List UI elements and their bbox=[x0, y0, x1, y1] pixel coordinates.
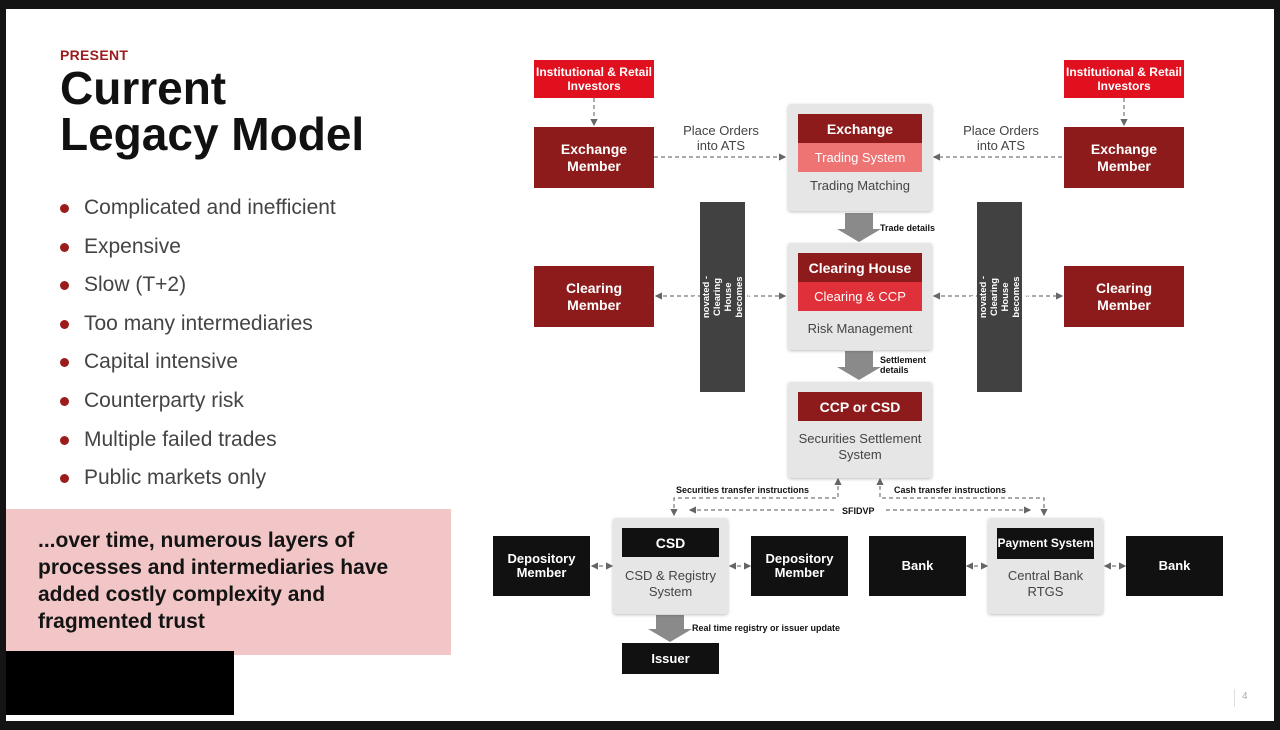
place-orders-label-left: Place Orders into ATS bbox=[683, 123, 759, 153]
novation-label-left: Trade novated - Clearing House becomes C… bbox=[689, 267, 756, 327]
flow-arrow-exchange-to-clearing bbox=[837, 213, 881, 242]
ccp-csd-panel: CCP or CSD Securities Settlement System bbox=[788, 382, 932, 478]
novation-bar-left: Trade novated - Clearing House becomes C… bbox=[690, 202, 756, 392]
settlement-details-label: Settlement details bbox=[880, 355, 927, 375]
bank-box-right: Bank bbox=[1126, 536, 1223, 596]
page-number-divider bbox=[1234, 689, 1235, 707]
connector-cash-transfer bbox=[876, 477, 1048, 517]
bank-box-left: Bank bbox=[869, 536, 966, 596]
investors-box-left: Institutional & Retail Investors bbox=[534, 60, 654, 98]
securities-settlement-caption: Securities Settlement System bbox=[798, 431, 922, 462]
clearing-house-panel: Clearing House Clearing & CCP Risk Manag… bbox=[788, 243, 932, 350]
flow-arrow-csd-to-issuer bbox=[648, 615, 692, 642]
central-bank-rtgs-caption: Central Bank RTGS bbox=[1007, 568, 1084, 599]
clearing-member-box-left: Clearing Member bbox=[534, 266, 654, 327]
callout-box: ...over time, numerous layers of process… bbox=[6, 509, 451, 655]
novation-bar-right: Trade novated - Clearing House becomes C… bbox=[967, 202, 1033, 392]
place-orders-label-right: Place Orders into ATS bbox=[963, 123, 1039, 153]
trade-details-label: Trade details bbox=[880, 223, 936, 233]
risk-management-caption: Risk Management bbox=[807, 321, 913, 336]
csd-panel: CSD CSD & Registry System bbox=[613, 518, 728, 614]
bullet-item: Public markets only bbox=[58, 465, 336, 504]
bullet-list: Complicated and inefficient Expensive Sl… bbox=[58, 195, 336, 504]
depository-member-box-left: Depository Member bbox=[493, 536, 590, 596]
bullet-item: Complicated and inefficient bbox=[58, 195, 336, 234]
bullet-item: Too many intermediaries bbox=[58, 311, 336, 350]
connector-securities-transfer bbox=[670, 477, 842, 517]
page-number: 4 bbox=[1242, 691, 1248, 702]
depository-member-box-right: Depository Member bbox=[751, 536, 848, 596]
clearing-ccp-label: Clearing & CCP bbox=[798, 282, 922, 311]
trading-matching-caption: Trading Matching bbox=[810, 178, 910, 193]
exchange-member-box-left: Exchange Member bbox=[534, 127, 654, 188]
securities-transfer-label: Securities transfer instructions bbox=[676, 485, 810, 495]
csd-header: CSD bbox=[622, 528, 719, 557]
redaction-block bbox=[6, 651, 234, 715]
slide-title: Current Legacy Model bbox=[60, 65, 364, 157]
trading-system-label: Trading System bbox=[798, 143, 922, 172]
clearing-house-header: Clearing House bbox=[798, 253, 922, 282]
investors-box-right: Institutional & Retail Investors bbox=[1064, 60, 1184, 98]
flow-arrow-clearing-to-settlement bbox=[837, 351, 881, 380]
title-line-2: Legacy Model bbox=[60, 108, 365, 160]
ccp-csd-header: CCP or CSD bbox=[798, 392, 922, 421]
exchange-header: Exchange bbox=[798, 114, 922, 143]
callout-text: ...over time, numerous layers of process… bbox=[38, 529, 389, 633]
clearing-member-box-right: Clearing Member bbox=[1064, 266, 1184, 327]
payment-system-panel: Payment System Central Bank RTGS bbox=[988, 518, 1103, 614]
exchange-panel: Exchange Trading System Trading Matching bbox=[788, 104, 932, 211]
slide: PRESENT Current Legacy Model Complicated… bbox=[6, 9, 1274, 721]
bullet-item: Slow (T+2) bbox=[58, 272, 336, 311]
exchange-member-box-right: Exchange Member bbox=[1064, 127, 1184, 188]
title-line-1: Current bbox=[60, 62, 227, 114]
issuer-box: Issuer bbox=[622, 643, 719, 674]
bullet-item: Multiple failed trades bbox=[58, 427, 336, 466]
bullet-item: Counterparty risk bbox=[58, 388, 336, 427]
novation-label-right: Trade novated - Clearing House becomes C… bbox=[966, 267, 1033, 327]
payment-system-header: Payment System bbox=[997, 528, 1094, 559]
bullet-item: Expensive bbox=[58, 234, 336, 273]
realtime-registry-label: Real time registry or issuer update bbox=[692, 623, 841, 633]
sfidvp-label: SFIDVP bbox=[842, 506, 875, 516]
cash-transfer-label: Cash transfer instructions bbox=[894, 485, 1007, 495]
bullet-item: Capital intensive bbox=[58, 349, 336, 388]
section-eyebrow: PRESENT bbox=[60, 47, 129, 63]
csd-registry-caption: CSD & Registry System bbox=[624, 568, 717, 599]
connector-lines bbox=[590, 98, 1128, 642]
